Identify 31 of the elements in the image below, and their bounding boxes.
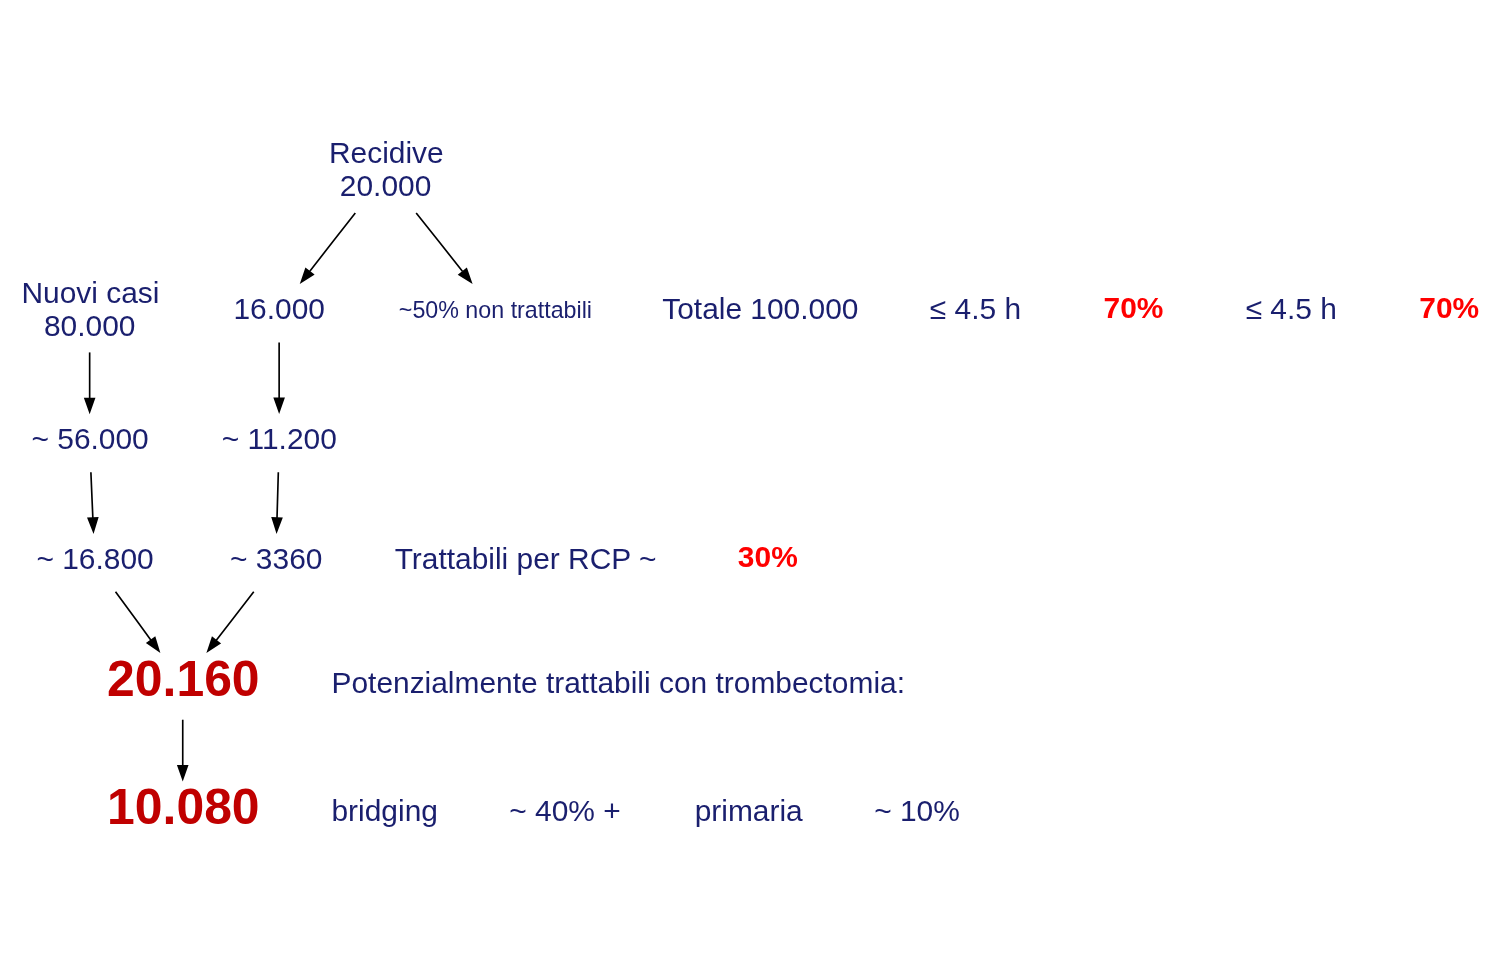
label: ≤ 4.5 h xyxy=(929,292,1022,326)
arrow xyxy=(87,471,99,534)
node-text: ~50% non trattabili xyxy=(398,297,593,324)
arrow xyxy=(273,341,285,415)
label: Trattabili per RCP ~ xyxy=(394,541,657,575)
node-text: ~ 16.800 xyxy=(36,541,154,575)
node-text: ~ 11.200 xyxy=(221,422,337,456)
label: bridging xyxy=(331,793,438,827)
node-text: Nuovi casi 80.000 xyxy=(21,275,160,343)
label: primaria xyxy=(694,793,803,827)
label: 30% xyxy=(737,540,798,574)
label: 70% xyxy=(1419,290,1480,324)
node-text: 16.000 xyxy=(233,292,325,326)
arrow xyxy=(206,590,255,653)
node-text: Recidive 20.000 xyxy=(329,136,444,203)
label: ~ 10% xyxy=(874,793,960,827)
label: ~ 40% + xyxy=(509,793,621,827)
node-text: ~ 3360 xyxy=(230,541,323,575)
node-text: 20.160 xyxy=(107,651,260,708)
arrow xyxy=(271,471,283,534)
arrow xyxy=(415,212,473,285)
arrow xyxy=(114,590,161,654)
arrow xyxy=(176,718,189,782)
arrow xyxy=(83,351,96,415)
arrow xyxy=(299,212,357,285)
label: Potenzialmente trattabili con trombectomia: xyxy=(331,665,905,699)
node-text: 10.080 xyxy=(107,779,260,836)
label: 70% xyxy=(1103,290,1164,324)
node-text: ~ 56.000 xyxy=(31,422,149,456)
label: Totale 100.000 xyxy=(662,292,859,326)
label: ≤ 4.5 h xyxy=(1245,292,1337,326)
